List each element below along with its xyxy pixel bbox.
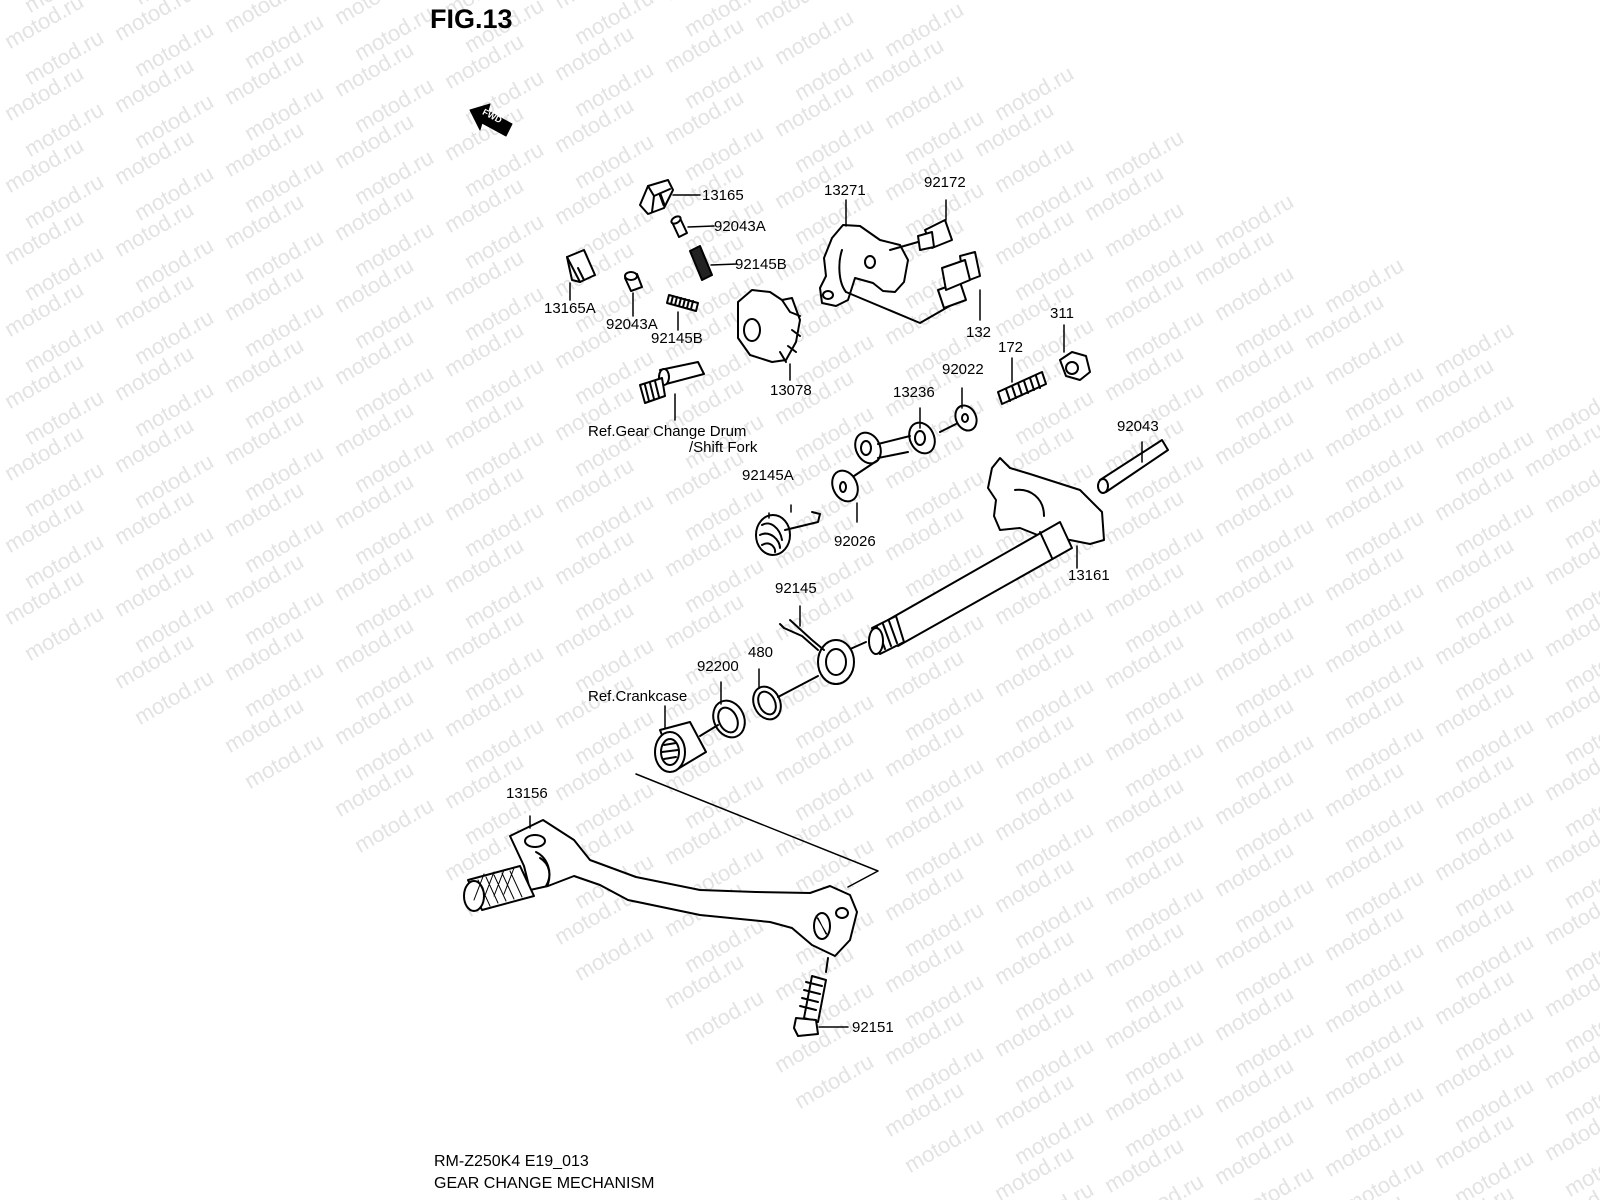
part-172[interactable] (997, 371, 1047, 405)
figure-caption: GEAR CHANGE MECHANISM (434, 1175, 655, 1192)
part-92022[interactable] (939, 402, 981, 434)
part-92145A[interactable] (755, 511, 821, 556)
label-132[interactable]: 132 (966, 324, 992, 341)
label-13165[interactable]: 13165 (702, 187, 744, 204)
part-13165A[interactable] (566, 249, 596, 283)
part-92151[interactable] (793, 975, 827, 1037)
ref-crankcase-seal[interactable] (654, 721, 707, 773)
assembly-line (635, 773, 879, 888)
label-172[interactable]: 172 (998, 339, 1024, 356)
label-92026[interactable]: 92026 (834, 533, 876, 550)
figure-title: FIG.13 (430, 4, 513, 34)
part-480[interactable] (748, 675, 819, 724)
part-92172[interactable] (889, 219, 953, 251)
part-92043A-lower[interactable] (624, 271, 643, 292)
ref-gear-change-drum-label: Ref.Gear Change Drum (588, 423, 747, 440)
part-132[interactable] (937, 251, 981, 309)
leader-lines (529, 194, 1143, 1028)
label-92043A-lower[interactable]: 92043A (606, 316, 658, 333)
label-13078[interactable]: 13078 (770, 382, 812, 399)
model-code: RM-Z250K4 E19_013 (434, 1153, 589, 1170)
part-13236[interactable] (847, 418, 940, 481)
ref-gear-drum-pin[interactable] (639, 361, 705, 404)
part-92043[interactable] (1097, 439, 1169, 494)
label-92145A[interactable]: 92145A (742, 467, 794, 484)
part-92145B-upper[interactable] (689, 245, 713, 281)
part-13078[interactable] (737, 289, 801, 363)
part-13156[interactable] (463, 819, 858, 973)
label-13161[interactable]: 13161 (1068, 567, 1110, 584)
part-92145B-lower[interactable] (666, 294, 699, 312)
label-92145[interactable]: 92145 (775, 580, 817, 597)
label-13271[interactable]: 13271 (824, 182, 866, 199)
label-13236[interactable]: 13236 (893, 384, 935, 401)
label-13156[interactable]: 13156 (506, 785, 548, 802)
label-92043[interactable]: 92043 (1117, 418, 1159, 435)
label-92043A-upper[interactable]: 92043A (714, 218, 766, 235)
label-92145B-upper[interactable]: 92145B (735, 256, 787, 273)
ref-crankcase-label: Ref.Crankcase (588, 688, 688, 705)
part-311[interactable] (1059, 351, 1091, 381)
fwd-arrow-icon (469, 103, 513, 137)
part-13165[interactable] (639, 179, 674, 215)
part-92200[interactable] (699, 695, 751, 742)
label-311[interactable]: 311 (1050, 305, 1074, 322)
part-92026[interactable] (827, 466, 862, 505)
part-13271[interactable] (819, 224, 961, 324)
label-480[interactable]: 480 (748, 644, 774, 661)
part-92043A-upper[interactable] (670, 215, 688, 238)
label-92145B-lower[interactable]: 92145B (651, 330, 703, 347)
label-13165A[interactable]: 13165A (544, 300, 596, 317)
part-92145[interactable] (779, 619, 855, 685)
label-92022[interactable]: 92022 (942, 361, 984, 378)
label-92200[interactable]: 92200 (697, 658, 739, 675)
part-13161[interactable] (847, 457, 1105, 655)
ref-shift-fork-label: /Shift Fork (689, 439, 758, 456)
label-92151[interactable]: 92151 (852, 1019, 894, 1036)
label-92172[interactable]: 92172 (924, 174, 966, 191)
